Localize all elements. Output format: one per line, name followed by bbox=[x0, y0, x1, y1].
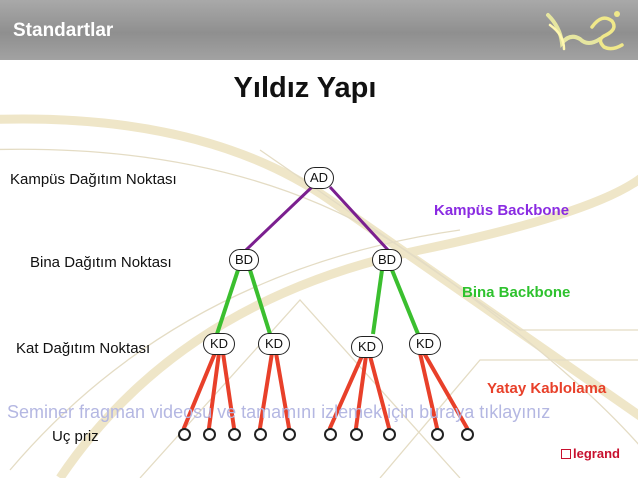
node-bd: BD bbox=[372, 249, 402, 271]
horizontal-cable-line bbox=[221, 351, 236, 430]
node-kd: KD bbox=[258, 333, 290, 355]
node-ad: AD bbox=[304, 167, 334, 189]
horizontal-cable-line bbox=[328, 354, 364, 430]
horizontal-cable-line bbox=[182, 351, 217, 430]
outlet-icon bbox=[431, 428, 444, 441]
floor-distribution-label: Kat Dağıtım Noktası bbox=[16, 340, 151, 357]
outlet-icon bbox=[254, 428, 267, 441]
horizontal-cable-line bbox=[274, 351, 291, 430]
outlet-label: Uç priz bbox=[52, 428, 99, 445]
horizontal-cable-line bbox=[258, 351, 274, 430]
outlet-icon bbox=[324, 428, 337, 441]
outlet-icon bbox=[350, 428, 363, 441]
legrand-square-icon bbox=[561, 449, 571, 459]
horizontal-cable-line bbox=[422, 351, 469, 430]
horizontal-cable-line bbox=[418, 351, 439, 430]
node-kd: KD bbox=[409, 333, 441, 355]
outlet-icon bbox=[178, 428, 191, 441]
campus-distribution-label: Kampüs Dağıtım Noktası bbox=[10, 171, 177, 188]
campus-backbone-line-left bbox=[244, 185, 314, 252]
outlet-icon bbox=[228, 428, 241, 441]
building-backbone-line bbox=[248, 269, 272, 335]
campus-backbone-label: Kampüs Backbone bbox=[434, 202, 570, 219]
campus-backbone-line-right bbox=[328, 185, 390, 252]
legrand-logo: legrand bbox=[561, 446, 620, 461]
building-distribution-label: Bina Dağıtım Noktası bbox=[30, 254, 172, 271]
outlet-icon bbox=[203, 428, 216, 441]
node-bd: BD bbox=[229, 249, 259, 271]
horizontal-cable-line bbox=[368, 354, 391, 430]
node-kd: KD bbox=[203, 333, 235, 355]
building-backbone-line bbox=[371, 269, 384, 335]
outlet-icon bbox=[383, 428, 396, 441]
es-logo-icon bbox=[546, 11, 624, 51]
outlet-icon bbox=[283, 428, 296, 441]
outlet-icon bbox=[461, 428, 474, 441]
building-backbone-label: Bina Backbone bbox=[462, 284, 571, 301]
seminar-video-link[interactable]: Seminer fragman videosu ve tamamını izle… bbox=[7, 402, 551, 422]
building-backbone-line bbox=[390, 269, 420, 335]
horizontal-cable-line bbox=[207, 351, 221, 430]
horizontal-cable-line bbox=[354, 354, 368, 430]
building-backbone-line bbox=[215, 269, 240, 335]
header-title: Standartlar bbox=[13, 20, 114, 41]
legrand-wordmark: legrand bbox=[573, 446, 620, 461]
node-kd: KD bbox=[351, 336, 383, 358]
main-title: Yıldız Yapı bbox=[233, 72, 377, 104]
horizontal-cabling-label: Yatay Kablolama bbox=[487, 380, 607, 397]
header-bar: Standartlar bbox=[0, 0, 638, 60]
